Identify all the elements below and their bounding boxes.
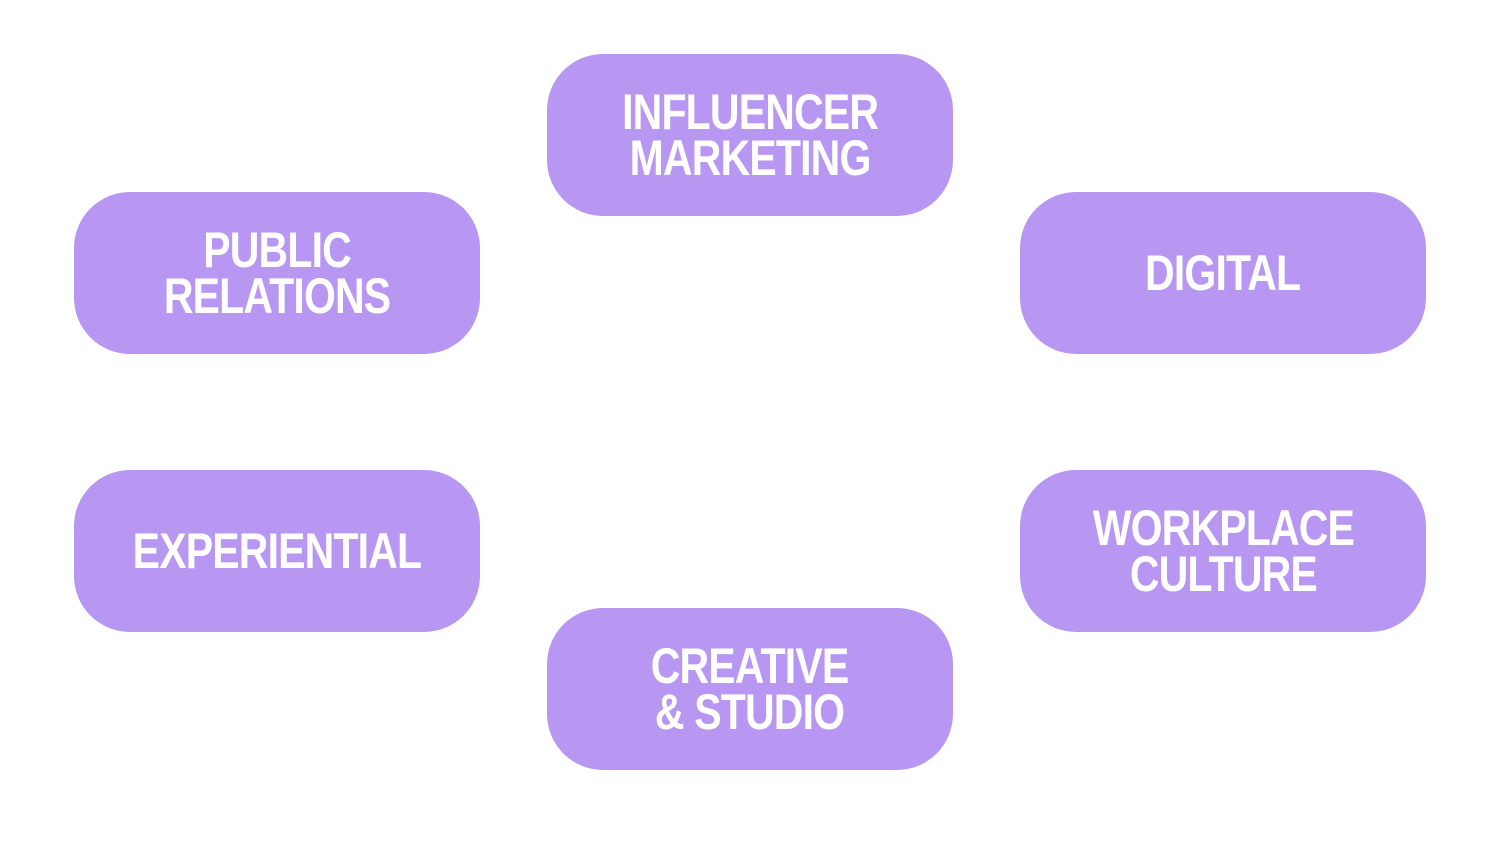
experiential-line1: EXPERIENTIAL	[132, 523, 422, 579]
creative-studio-pill[interactable]: CREATIVE & STUDIO	[547, 608, 953, 770]
experiential-label: EXPERIENTIAL	[132, 523, 422, 579]
influencer-marketing-line2: MARKETING	[629, 130, 872, 186]
influencer-marketing-line1: INFLUENCER	[621, 84, 879, 140]
workplace-culture-line1: WORKPLACE	[1092, 500, 1354, 556]
workplace-culture-label: WORKPLACE CULTURE	[1092, 500, 1354, 602]
public-relations-label: PUBLIC RELATIONS	[163, 222, 391, 324]
influencer-marketing-label: INFLUENCER MARKETING	[621, 84, 879, 186]
public-relations-line1: PUBLIC	[203, 222, 352, 278]
digital-label: DIGITAL	[1145, 245, 1301, 301]
public-relations-pill[interactable]: PUBLIC RELATIONS	[74, 192, 480, 354]
creative-studio-line1: CREATIVE	[651, 638, 850, 694]
creative-studio-label: CREATIVE & STUDIO	[651, 638, 850, 740]
workplace-culture-line2: CULTURE	[1129, 546, 1317, 602]
influencer-marketing-pill[interactable]: INFLUENCER MARKETING	[547, 54, 953, 216]
public-relations-line2: RELATIONS	[163, 268, 391, 324]
workplace-culture-pill[interactable]: WORKPLACE CULTURE	[1020, 470, 1426, 632]
digital-line1: DIGITAL	[1145, 245, 1301, 301]
digital-pill[interactable]: DIGITAL	[1020, 192, 1426, 354]
creative-studio-line2: & STUDIO	[655, 684, 845, 740]
experiential-pill[interactable]: EXPERIENTIAL	[74, 470, 480, 632]
